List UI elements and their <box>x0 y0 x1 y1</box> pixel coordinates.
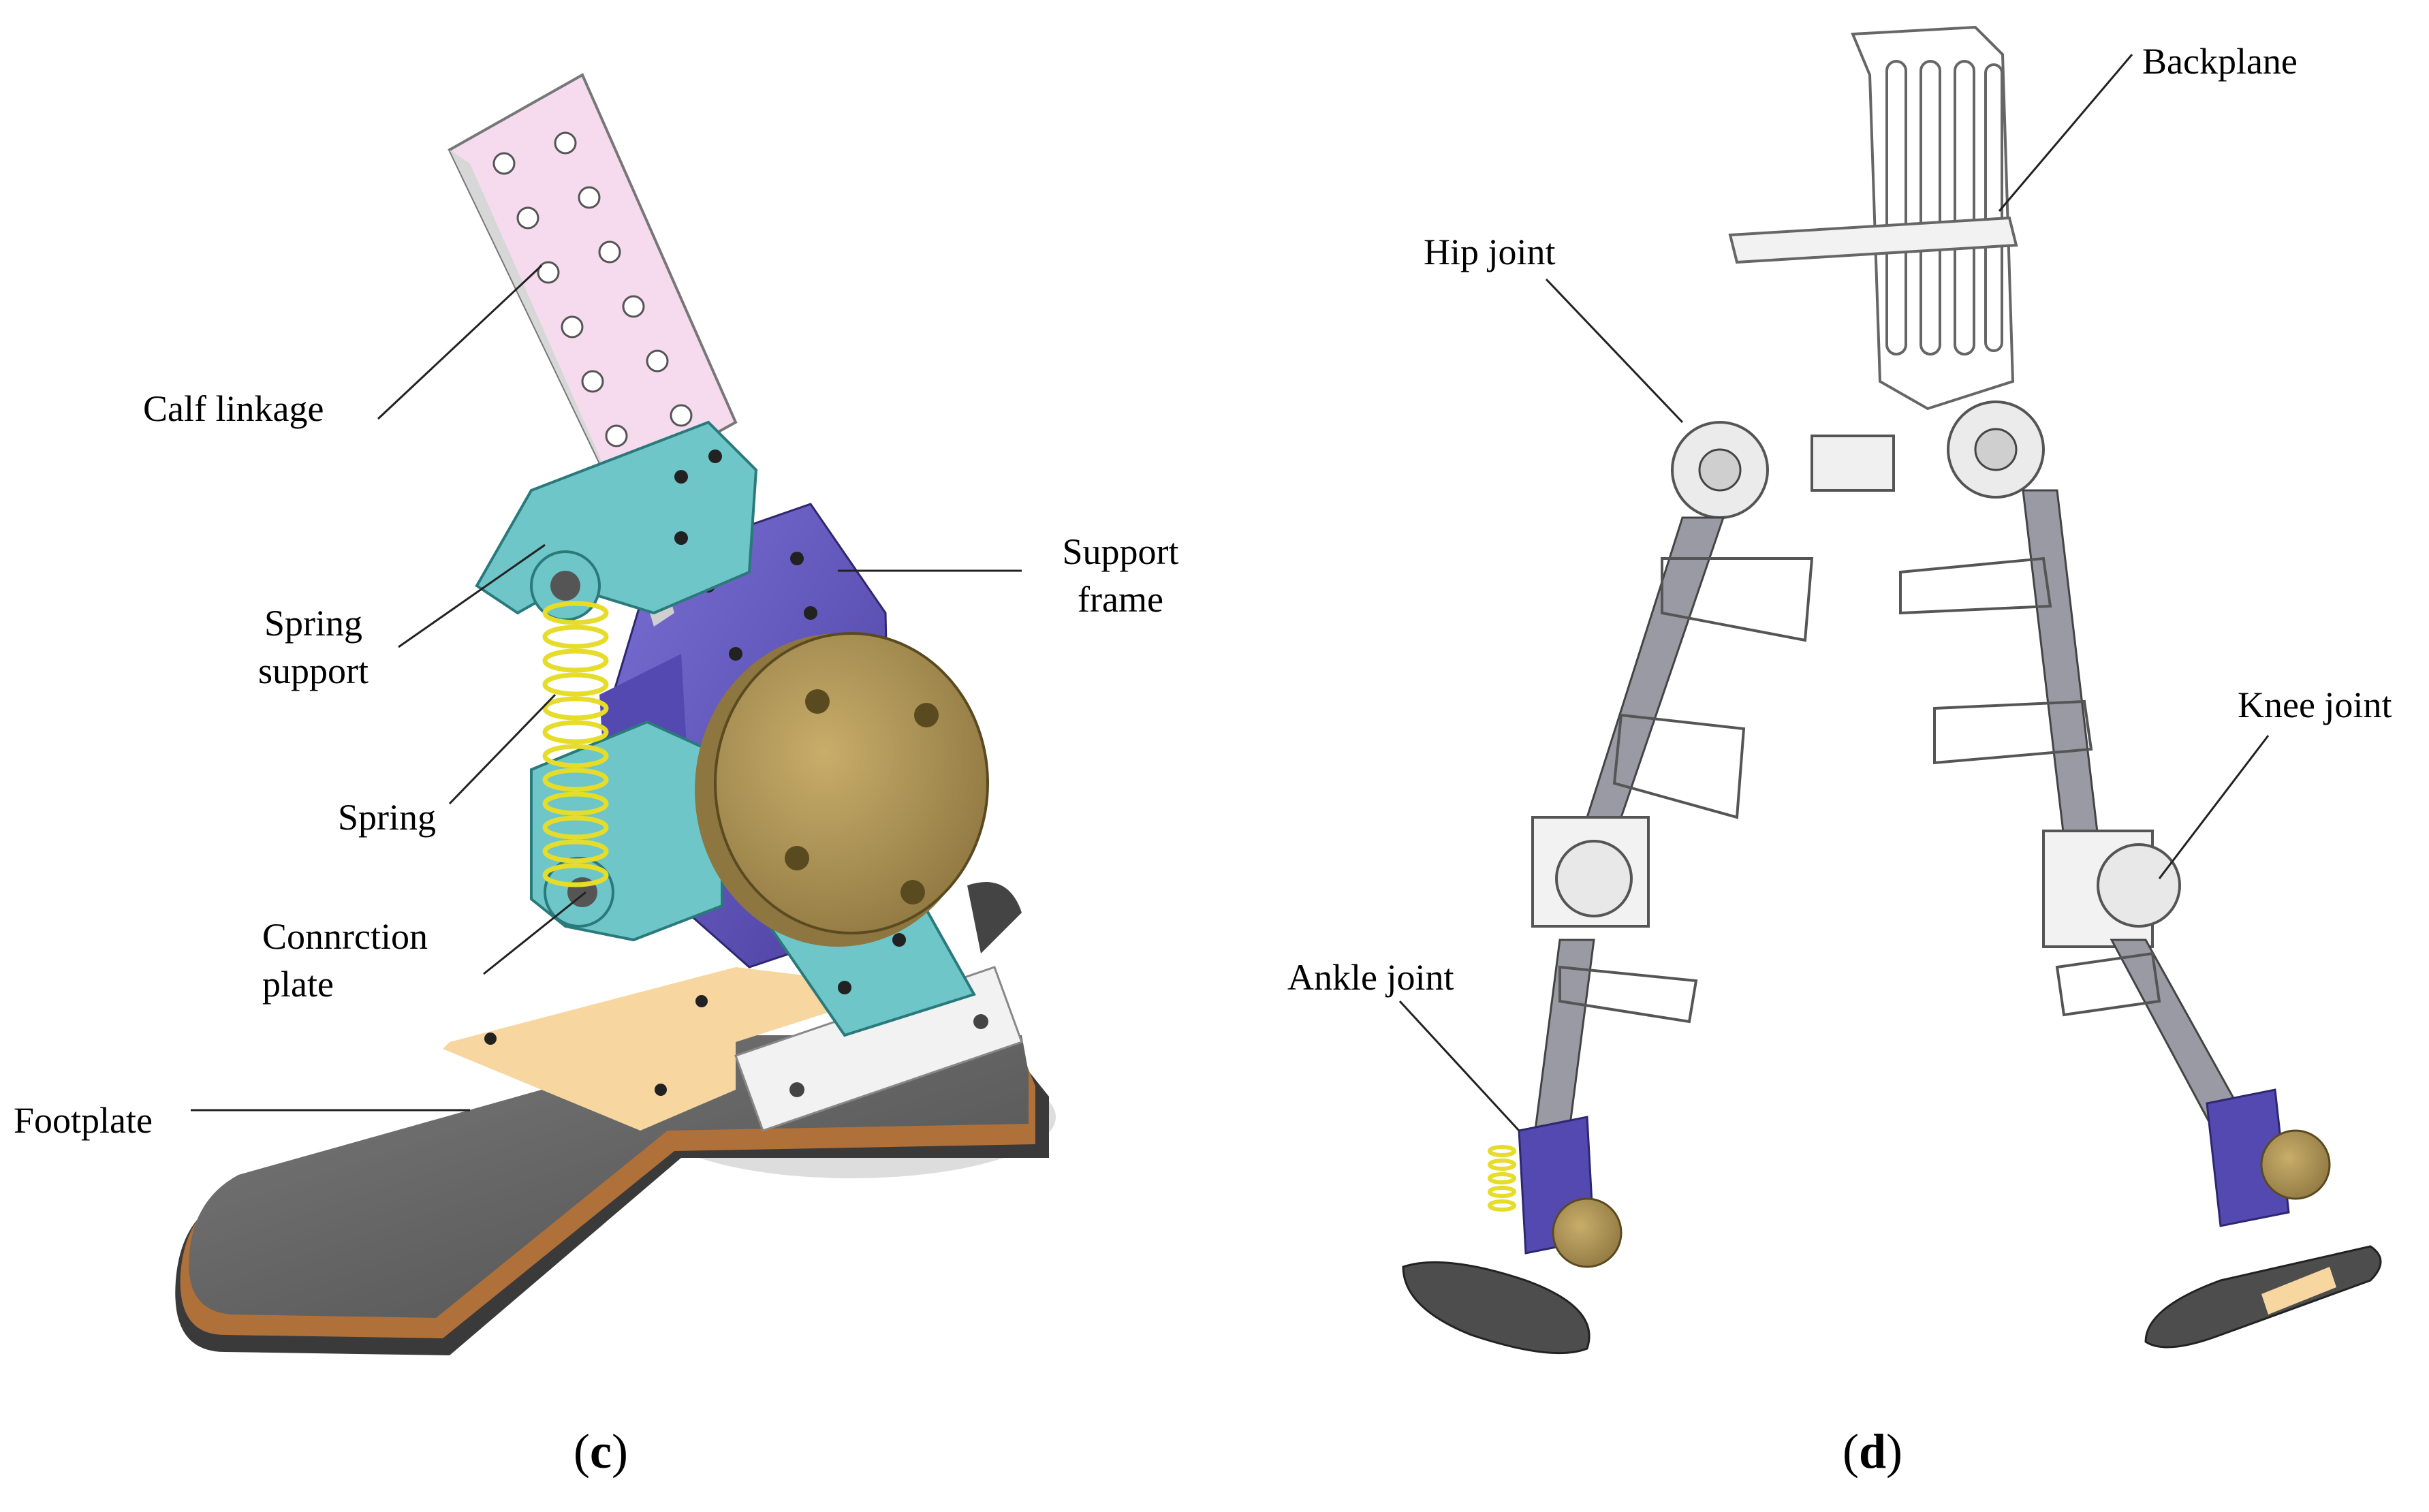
caption-letter-d: d <box>1858 1424 1887 1479</box>
joint-disc <box>695 632 989 947</box>
right-leg <box>1899 400 2382 1349</box>
label-support-frame-line2: frame <box>1078 579 1163 620</box>
label-spring-support-line1: Spring <box>264 603 363 644</box>
label-spring-support: Spring support <box>232 599 395 695</box>
label-connection-plate: Connrction plate <box>262 913 428 1008</box>
caption-panel-c: (c) <box>574 1424 628 1479</box>
label-hip-joint: Hip joint <box>1424 232 1556 272</box>
panel-c-drawing <box>175 73 1056 1355</box>
panel-d-leader-lines <box>1398 54 2270 1132</box>
left-leg <box>1402 421 1895 1355</box>
label-spring: Spring <box>338 797 437 838</box>
label-knee-joint: Knee joint <box>2238 684 2392 725</box>
label-support-frame: Support frame <box>1035 528 1206 623</box>
caption-panel-d: (d) <box>1843 1424 1903 1479</box>
backplane <box>1728 25 2018 411</box>
label-connection-plate-line1: Connrction <box>262 916 428 957</box>
footplate <box>175 966 1050 1355</box>
footplate-tan-section <box>443 967 906 1131</box>
label-ankle-joint: Ankle joint <box>1287 957 1454 998</box>
label-footplate: Footplate <box>14 1100 153 1141</box>
panel-c-leader-lines <box>191 264 1022 1112</box>
label-backplane: Backplane <box>2142 41 2298 82</box>
label-support-frame-line1: Support <box>1062 531 1179 572</box>
label-connection-plate-line2: plate <box>262 964 334 1005</box>
label-calf-linkage: Calf linkage <box>143 388 324 429</box>
label-spring-support-line2: support <box>258 650 369 692</box>
caption-letter-c: c <box>589 1424 612 1479</box>
panel-d-drawing <box>1402 25 2382 1355</box>
spring-coil <box>542 601 609 887</box>
